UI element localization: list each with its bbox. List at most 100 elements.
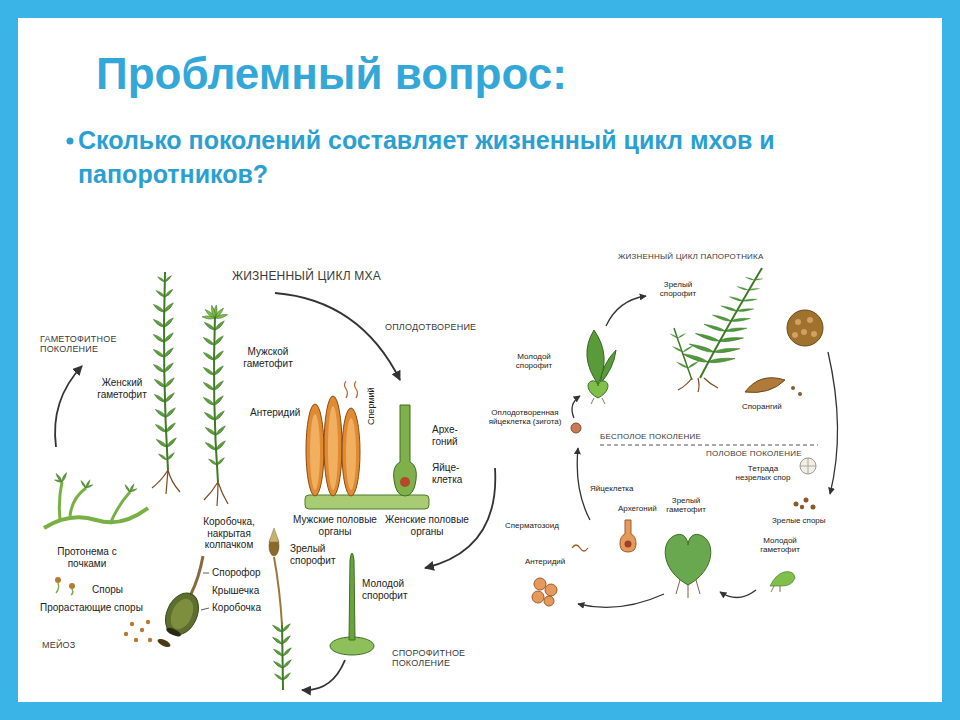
fern-sporophyte [725,327,747,332]
cycle-arrow [55,293,495,690]
young-sporophyte [587,330,616,404]
moss-plant [163,302,175,313]
moss-plant [165,422,177,433]
fern-sporophyte [689,342,715,354]
moss-plant [204,482,228,506]
cycle-arrow [275,293,400,380]
capsule [156,637,171,648]
moss-plant [166,437,178,448]
moss-plant [156,438,168,449]
moss-plant [152,272,180,494]
protonema [54,479,62,483]
mature-sporophyte [274,557,282,625]
germinating-spores [55,577,75,595]
spores [811,505,816,510]
sporangium [745,378,785,393]
part-label: Молодой гаметофит [756,536,804,554]
archegonium [620,520,636,552]
moss-plant [163,347,175,358]
generation-label: ПОЛОВОЕ ПОКОЛЕНИЕ [706,449,802,458]
sex-organs [345,381,358,398]
sex-organs [342,408,360,496]
spores [794,502,799,507]
moss-plant [158,453,168,462]
spores [130,622,134,626]
spores [134,638,138,642]
spores [148,638,152,642]
part-label: Тетрада незрелых спор [732,464,794,482]
part-label: Женские половые органы [384,514,470,537]
moss-plant [205,441,217,452]
capsule [201,573,209,610]
mature-sporophyte [272,624,283,634]
question-text: Сколько поколений составляет жизненный ц… [78,124,908,192]
moss-plant [152,470,180,494]
archegonium [620,520,636,552]
protonema [44,472,148,528]
part-label: Зрелый гаметофит [664,496,708,514]
moss-plant [208,458,218,467]
protonema [86,484,94,488]
moss-plant [166,452,176,461]
moss-plant [203,381,215,392]
generation-label: СПОРОФИТНОЕ ПОКОЛЕНИЕ [392,648,482,669]
slide-frame [18,18,942,702]
mature-sporophyte [272,636,283,646]
spores [124,632,128,636]
part-label: Коробочка [212,602,261,614]
mature-gametophyte [665,534,711,598]
protonema [80,480,86,489]
antheridium [532,578,557,606]
zygote [571,423,581,433]
spores [124,620,152,642]
stage-label: ОПЛОДОТВОРЕНИЕ [385,322,476,332]
fern-sporophyte [729,295,743,302]
moss-plant [204,411,216,422]
part-label: Спермий [366,387,376,425]
moss-plant [154,378,166,389]
mature-sporophyte [273,648,284,658]
moss-plant [164,392,176,403]
generation-label: БЕСПОЛОЕ ПОКОЛЕНИЕ [600,432,701,441]
fern-sporophyte [708,357,736,363]
part-label: Антеридий [250,407,300,419]
antheridium [532,591,544,603]
moss-plant [202,305,228,506]
part-label: Яйце- клетка [432,462,470,485]
mature-sporophyte [269,528,293,690]
sporangium [745,310,823,396]
moss-plant [204,321,216,332]
young-sporophyte [600,350,616,384]
moss-plant [163,332,175,343]
sex-organs [306,404,324,496]
part-label: Оплодотворенная яйцеклетка (зигота) [488,408,562,426]
bullet-dot [67,138,74,145]
cycle-arrow [578,594,664,607]
part-label: Архегоний [618,504,657,513]
spores [800,505,804,509]
young-gametophyte [770,572,795,586]
fern-sporophyte [737,308,754,312]
mature-gametophyte [665,534,711,585]
part-label: Женский гаметофит [92,377,152,400]
moss-plant [154,393,166,404]
moss-plant [163,362,175,373]
moss-plant [165,407,177,418]
young-sporophyte [591,398,605,404]
fern-sporophyte [687,361,699,369]
moss-plant [164,275,172,283]
moss-plant [215,425,227,436]
spore-tetrad [800,458,816,474]
fern-sporophyte [737,285,749,291]
sex-organs [324,396,342,496]
moss-plant [214,410,226,421]
antheridium [534,578,546,590]
mature-sporophyte [282,647,293,657]
moss-plant [213,335,225,346]
part-label: Молодой спорофит [512,352,556,370]
moss-plant [213,365,225,376]
spore-tetrad [800,458,816,474]
cycle-arrow [828,352,838,494]
